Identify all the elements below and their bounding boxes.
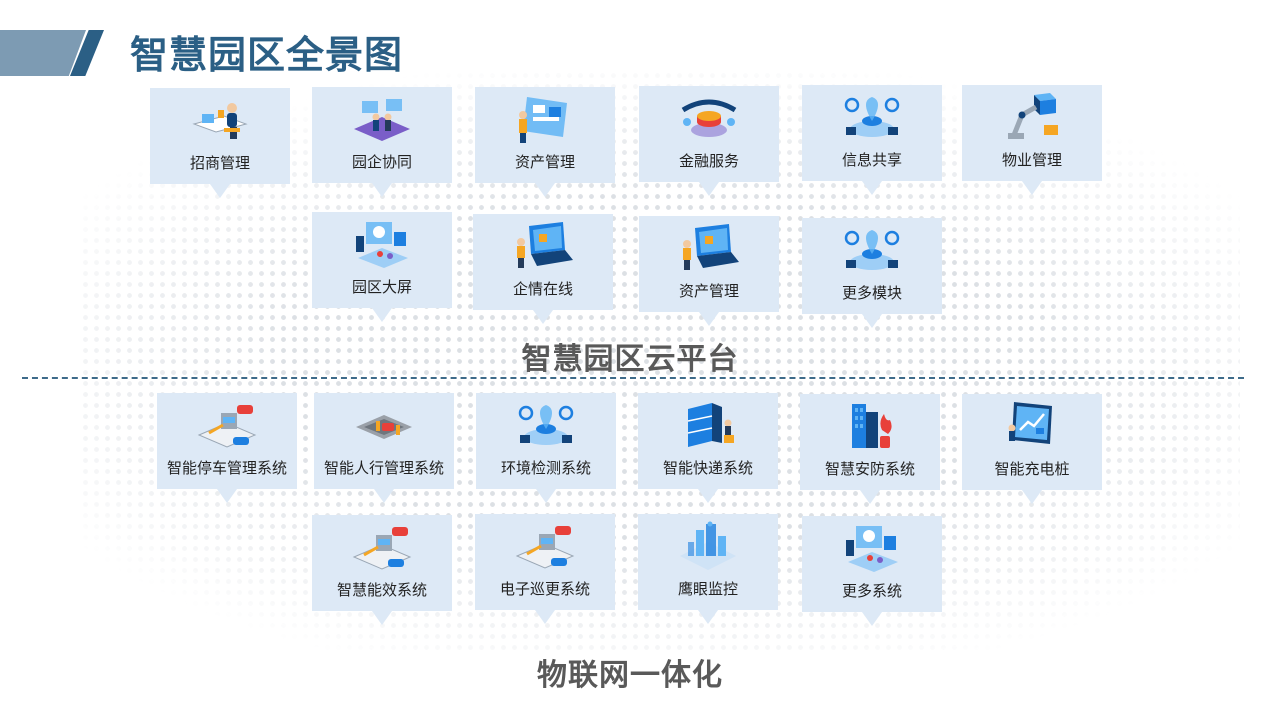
iot-card-label: 鹰眼监控 <box>677 580 738 598</box>
big-screen-icon <box>840 522 904 574</box>
cloud-card[interactable]: 信息共享 <box>802 85 942 195</box>
section-divider <box>22 377 1244 379</box>
cloud-card[interactable]: 招商管理 <box>150 88 290 198</box>
cloud-card[interactable]: 物业管理 <box>962 85 1102 195</box>
iot-card[interactable]: 更多系统 <box>802 516 942 626</box>
network-sharing-icon <box>514 399 578 451</box>
phone-dashboard-icon <box>513 93 577 145</box>
pedestrian-gate-icon <box>352 399 416 451</box>
iot-card[interactable]: 智能快递系统 <box>638 393 778 503</box>
iot-card[interactable]: 智能停车管理系统 <box>157 393 297 503</box>
office-desk-icon <box>188 94 252 146</box>
iot-card-label: 智能停车管理系统 <box>166 459 287 477</box>
page-title: 智慧园区全景图 <box>130 33 404 77</box>
cloud-card-label: 信息共享 <box>841 151 902 169</box>
cloud-card[interactable]: 更多模块 <box>802 218 942 328</box>
iot-card[interactable]: 电子巡更系统 <box>475 514 615 624</box>
network-sharing-icon <box>840 224 904 276</box>
cloud-card[interactable]: 资产管理 <box>475 87 615 197</box>
finance-coins-icon <box>677 92 741 144</box>
cloud-card[interactable]: 企情在线 <box>473 214 613 324</box>
network-sharing-icon <box>840 91 904 143</box>
iot-card-label: 智能充电桩 <box>994 460 1070 478</box>
cloud-card[interactable]: 园区大屏 <box>312 212 452 322</box>
parking-gate-icon <box>513 520 577 572</box>
iot-card-label: 电子巡更系统 <box>499 580 590 598</box>
parcel-locker-icon <box>676 399 740 451</box>
iot-card-label: 更多系统 <box>841 582 902 600</box>
collaboration-icon <box>350 93 414 145</box>
cloud-card-label: 资产管理 <box>678 282 739 300</box>
iot-title: 物联网一体化 <box>537 658 723 693</box>
iot-card-label: 环境检测系统 <box>500 459 591 477</box>
iot-card[interactable]: 环境检测系统 <box>476 393 616 503</box>
building-fire-icon <box>838 400 902 452</box>
city-monitor-icon <box>676 520 740 572</box>
laptop-person-icon <box>511 220 575 272</box>
iot-card[interactable]: 智慧安防系统 <box>800 394 940 504</box>
iot-card-label: 智慧安防系统 <box>824 460 915 478</box>
iot-card-label: 智能人行管理系统 <box>323 459 444 477</box>
iot-card-label: 智慧能效系统 <box>336 581 427 599</box>
big-screen-icon <box>350 218 414 270</box>
iot-card[interactable]: 鹰眼监控 <box>638 514 778 624</box>
laptop-person-icon <box>677 222 741 274</box>
cloud-card-label: 更多模块 <box>841 284 902 302</box>
iot-card[interactable]: 智慧能效系统 <box>312 515 452 625</box>
cloud-card-label: 资产管理 <box>514 153 575 171</box>
robot-arm-icon <box>1000 91 1064 143</box>
cloud-card-label: 招商管理 <box>189 154 250 172</box>
cloud-card-label: 物业管理 <box>1001 151 1062 169</box>
charging-screen-icon <box>1000 400 1064 452</box>
cloud-card[interactable]: 资产管理 <box>639 216 779 326</box>
cloud-card-label: 园企协同 <box>351 153 412 171</box>
cloud-platform-title: 智慧园区云平台 <box>521 342 739 377</box>
cloud-card[interactable]: 园企协同 <box>312 87 452 197</box>
cloud-card-label: 园区大屏 <box>351 278 412 296</box>
cloud-card-label: 企情在线 <box>512 280 573 298</box>
header-bar <box>0 30 86 76</box>
parking-gate-icon <box>350 521 414 573</box>
parking-gate-icon <box>195 399 259 451</box>
cloud-card[interactable]: 金融服务 <box>639 86 779 196</box>
iot-card[interactable]: 智能充电桩 <box>962 394 1102 504</box>
iot-card[interactable]: 智能人行管理系统 <box>314 393 454 503</box>
cloud-card-label: 金融服务 <box>678 152 739 170</box>
iot-card-label: 智能快递系统 <box>662 459 753 477</box>
